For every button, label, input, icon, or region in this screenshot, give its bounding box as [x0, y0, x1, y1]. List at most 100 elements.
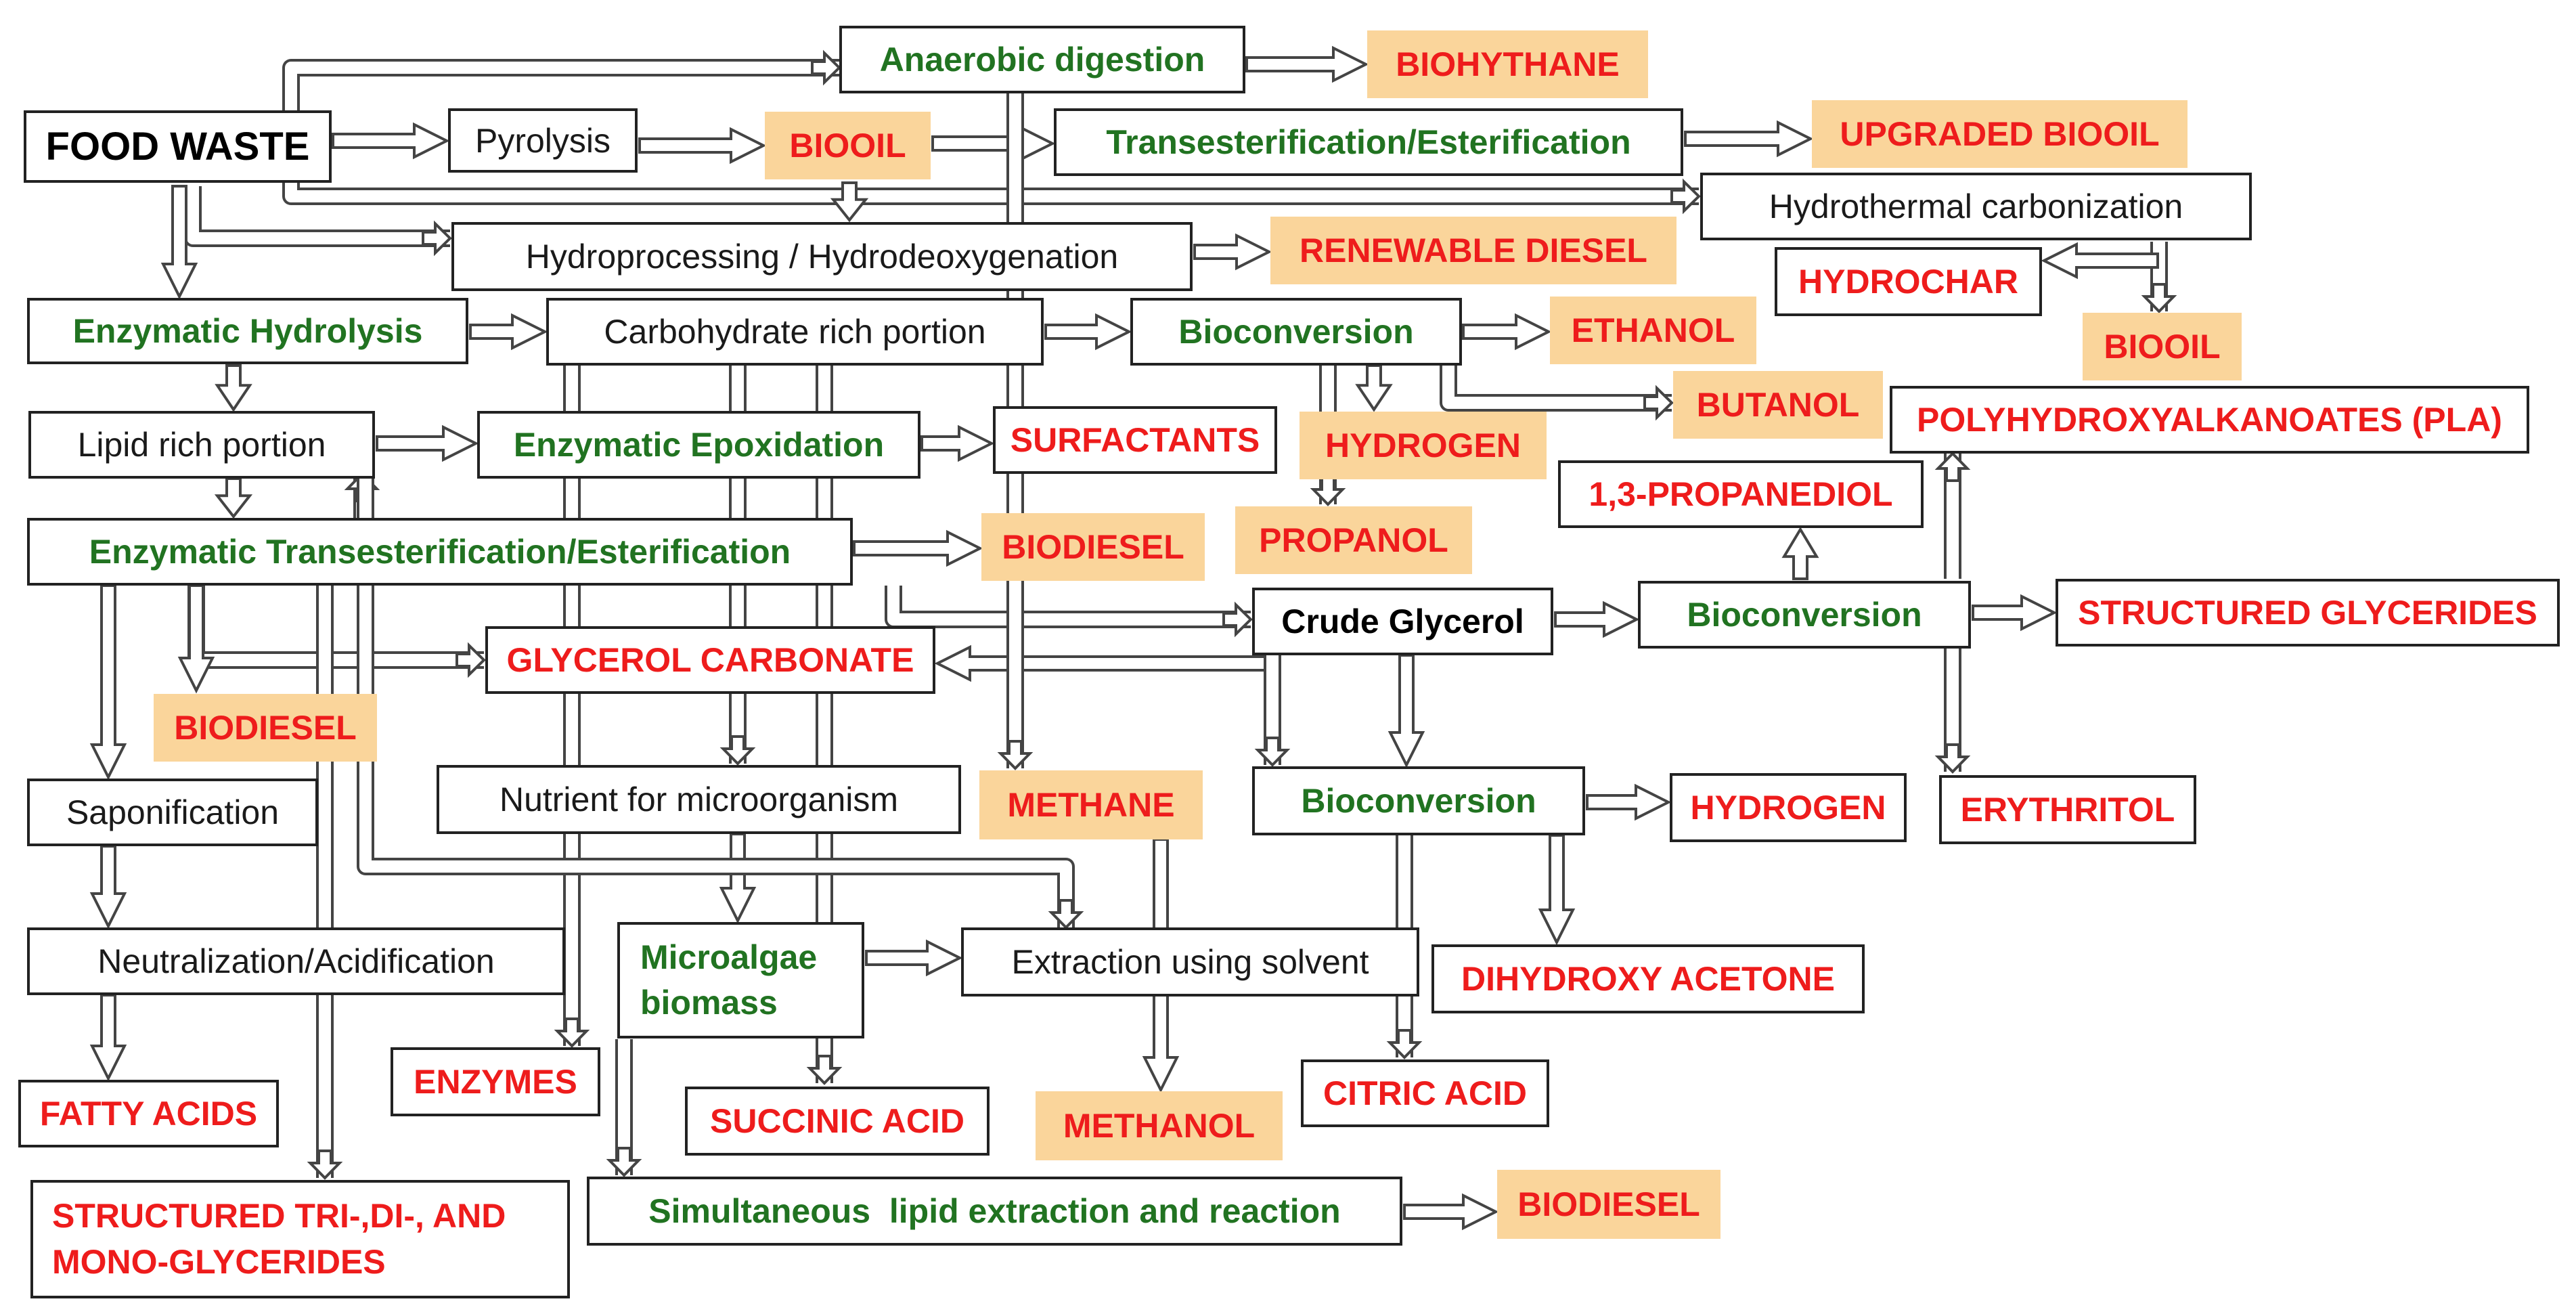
- flow-arrow: [2041, 242, 2159, 280]
- methanol-product: METHANOL: [1036, 1091, 1283, 1160]
- enzymatic-hydrolysis-node: Enzymatic Hydrolysis: [27, 298, 468, 364]
- flow-arrow: [1403, 1193, 1499, 1231]
- flow-arrow: [1387, 654, 1425, 768]
- flow-pipe-fill: [1442, 366, 1672, 409]
- flow-arrow: [1972, 594, 2058, 632]
- flow-arrow: [638, 127, 767, 165]
- biooil-product-1: BIOOIL: [765, 112, 931, 179]
- polyhydroxyalkanoates-product: POLYHYDROXYALKANOATES (PLA): [1890, 386, 2529, 454]
- ethanol-product: ETHANOL: [1550, 297, 1756, 364]
- flow-arrow: [1462, 313, 1552, 351]
- enzymatic-transesterification-node: Enzymatic Transesterification/Esterifica…: [27, 518, 853, 586]
- pyrolysis-node: Pyrolysis: [448, 108, 638, 173]
- flow-arrow: [806, 1055, 843, 1085]
- flow-arrow: [160, 185, 198, 300]
- flow-arrow: [1355, 364, 1393, 412]
- saponification-node: Saponification: [27, 779, 318, 846]
- flow-arrow: [1386, 1029, 1423, 1059]
- propanediol-product: 1,3-PROPANEDIOL: [1558, 460, 1924, 528]
- food-waste-node: FOOD WASTE: [24, 110, 332, 183]
- hydrochar-product: HYDROCHAR: [1775, 247, 2042, 316]
- biohythane-product: BIOHYTHANE: [1367, 30, 1648, 98]
- biodiesel-product-1: BIODIESEL: [981, 513, 1205, 581]
- flow-arrow: [606, 1147, 642, 1177]
- flow-arrow: [719, 735, 756, 766]
- biodiesel-product-3: BIODIESEL: [1497, 1170, 1720, 1239]
- fatty-acids-product: FATTY ACIDS: [18, 1080, 279, 1147]
- flow-arrow: [422, 220, 452, 257]
- flow-arrow: [1538, 834, 1576, 946]
- flow-arrow: [1310, 476, 1346, 506]
- transesterification-node: Transesterification/Esterification: [1054, 108, 1683, 176]
- enzymes-product: ENZYMES: [391, 1047, 600, 1116]
- microalgae-biomass-node: Microalgae biomass: [617, 922, 864, 1038]
- flow-arrow: [1781, 527, 1819, 580]
- flow-pipe-fill: [187, 186, 450, 244]
- flow-arrow: [469, 313, 548, 351]
- flow-arrow: [931, 125, 1056, 162]
- flow-arrow: [719, 833, 757, 924]
- surfactants-product: SURFACTANTS: [993, 406, 1277, 474]
- flow-pipe-outline: [282, 59, 839, 110]
- flow-pipe-fill: [359, 474, 1072, 927]
- flow-arrow: [1934, 743, 1971, 774]
- hydrogen-product-2: HYDROGEN: [1670, 773, 1907, 842]
- propanol-product: PROPANOL: [1235, 506, 1472, 574]
- structured-tri-di-mono-glycerides-product: STRUCTURED TRI-,DI-, AND MONO-GLYCERIDES: [30, 1180, 570, 1298]
- flow-pipe-fill: [887, 586, 1251, 626]
- enzymatic-epoxidation-node: Enzymatic Epoxidation: [477, 411, 920, 479]
- bioconversion-node-1: Bioconversion: [1130, 298, 1462, 366]
- succinic-acid-product: SUCCINIC ACID: [685, 1087, 990, 1156]
- methane-product: METHANE: [979, 770, 1203, 839]
- bioconversion-node-2: Bioconversion: [1638, 581, 1971, 649]
- flow-arrow: [332, 122, 450, 160]
- flow-arrow: [177, 584, 215, 694]
- flow-arrow: [376, 424, 479, 462]
- crude-glycerol-node: Crude Glycerol: [1252, 588, 1553, 655]
- flow-arrow: [865, 939, 963, 977]
- neutralization-acidification-node: Neutralization/Acidification: [27, 927, 565, 995]
- flow-arrow: [1048, 899, 1084, 929]
- flow-arrow: [811, 49, 841, 86]
- renewable-diesel-product: RENEWABLE DIESEL: [1270, 217, 1676, 284]
- biodiesel-product-2: BIODIESEL: [154, 694, 377, 762]
- flow-pipe-outline: [187, 586, 484, 669]
- flow-arrow: [307, 1149, 343, 1180]
- carbohydrate-rich-portion-node: Carbohydrate rich portion: [546, 298, 1044, 366]
- flow-arrow: [89, 994, 127, 1082]
- flow-pipe-fill: [190, 586, 484, 666]
- flow-arrow: [1554, 600, 1640, 638]
- flow-arrow: [1193, 233, 1272, 271]
- dihydroxy-acetone-product: DIHYDROXY ACETONE: [1431, 944, 1865, 1013]
- flow-arrow: [853, 529, 983, 567]
- upgraded-biooil-product: UPGRADED BIOOIL: [1812, 100, 2188, 168]
- flow-pipe-fill: [285, 183, 1699, 202]
- nutrient-for-microorganism-node: Nutrient for microorganism: [437, 765, 961, 834]
- flow-arrow: [1586, 783, 1672, 821]
- flow-arrow: [2141, 283, 2177, 313]
- flow-arrow: [997, 740, 1034, 770]
- structured-glycerides-product: STRUCTURED GLYCERIDES: [2056, 579, 2560, 647]
- simultaneous-lipid-extraction-node: Simultaneous lipid extraction and reacti…: [587, 1177, 1402, 1246]
- flow-arrow: [934, 644, 1274, 682]
- lipid-rich-portion-node: Lipid rich portion: [28, 411, 375, 479]
- extraction-using-solvent-node: Extraction using solvent: [961, 927, 1419, 997]
- biooil-product-2: BIOOIL: [2083, 313, 2242, 380]
- hydroprocessing-node: Hydroprocessing / Hydrodeoxygenation: [451, 222, 1193, 291]
- butanol-product: BUTANOL: [1673, 371, 1883, 439]
- flow-pipe-fill: [285, 62, 839, 110]
- flow-arrow: [920, 424, 995, 462]
- bioconversion-node-3: Bioconversion: [1252, 766, 1585, 835]
- flow-arrow: [1245, 45, 1369, 83]
- flow-arrow: [830, 181, 869, 223]
- flow-arrow: [215, 364, 252, 412]
- anaerobic-digestion-node: Anaerobic digestion: [839, 26, 1245, 93]
- hydrothermal-carbonization-node: Hydrothermal carbonization: [1700, 173, 2252, 240]
- flow-arrow: [1222, 601, 1253, 638]
- flow-arrow: [1643, 385, 1674, 421]
- citric-acid-product: CITRIC ACID: [1301, 1059, 1549, 1127]
- flow-arrow: [1934, 452, 1971, 482]
- flow-arrow: [89, 584, 127, 781]
